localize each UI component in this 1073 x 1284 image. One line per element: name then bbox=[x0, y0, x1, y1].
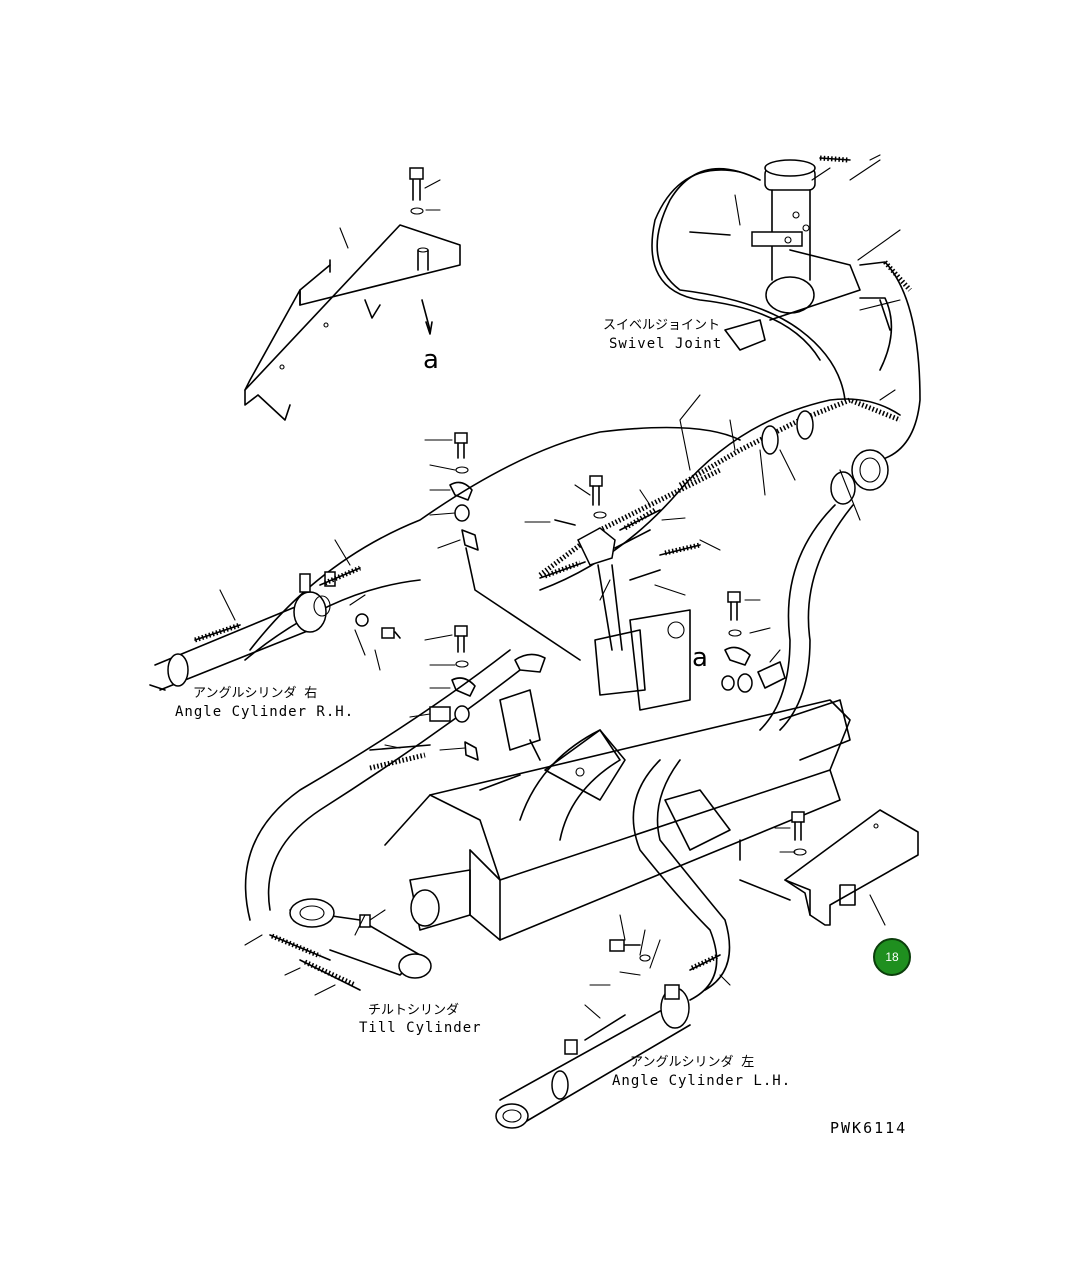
fittings-left bbox=[369, 625, 546, 771]
hose-run-main bbox=[244, 389, 901, 731]
view-ref-a-top: a bbox=[423, 345, 439, 375]
drawing-code: PWK6114 bbox=[830, 1119, 908, 1137]
fittings-upper bbox=[424, 432, 581, 661]
tee-block bbox=[524, 475, 721, 651]
angle-cylinder-rh bbox=[149, 539, 401, 691]
guard-bracket-right bbox=[739, 809, 919, 926]
angle-cylinder-rh-label-en: Angle Cylinder R.H. bbox=[175, 704, 355, 720]
view-ref-a-mid: a bbox=[692, 643, 708, 673]
angle-cylinder-rh-label-jp: アングルシリンダ 右 bbox=[193, 686, 318, 701]
leader-lines bbox=[679, 154, 881, 421]
blade-frame bbox=[384, 609, 851, 941]
swivel-joint-label-en: Swivel Joint bbox=[609, 336, 723, 352]
fittings-right bbox=[721, 591, 786, 693]
tilt-cylinder-label-jp: チルトシリンダ bbox=[368, 1003, 460, 1018]
tilt-cylinder bbox=[244, 649, 521, 996]
guard-bracket-top bbox=[244, 224, 461, 421]
swivel-hoses bbox=[651, 155, 921, 461]
angle-cylinder-lh-label-en: Angle Cylinder L.H. bbox=[612, 1073, 792, 1089]
swivel-joint bbox=[724, 159, 861, 351]
callout-badge[interactable]: 18 bbox=[873, 938, 911, 976]
angle-cylinder-lh bbox=[495, 759, 731, 1129]
angle-cylinder-lh-label-jp: アングルシリンダ 左 bbox=[630, 1055, 755, 1070]
callout-number: 18 bbox=[885, 950, 899, 964]
tilt-cylinder-label-en: Till Cylinder bbox=[359, 1020, 482, 1036]
bolt-top bbox=[409, 167, 441, 215]
swivel-joint-label-jp: スイベルジョイント bbox=[603, 318, 721, 333]
